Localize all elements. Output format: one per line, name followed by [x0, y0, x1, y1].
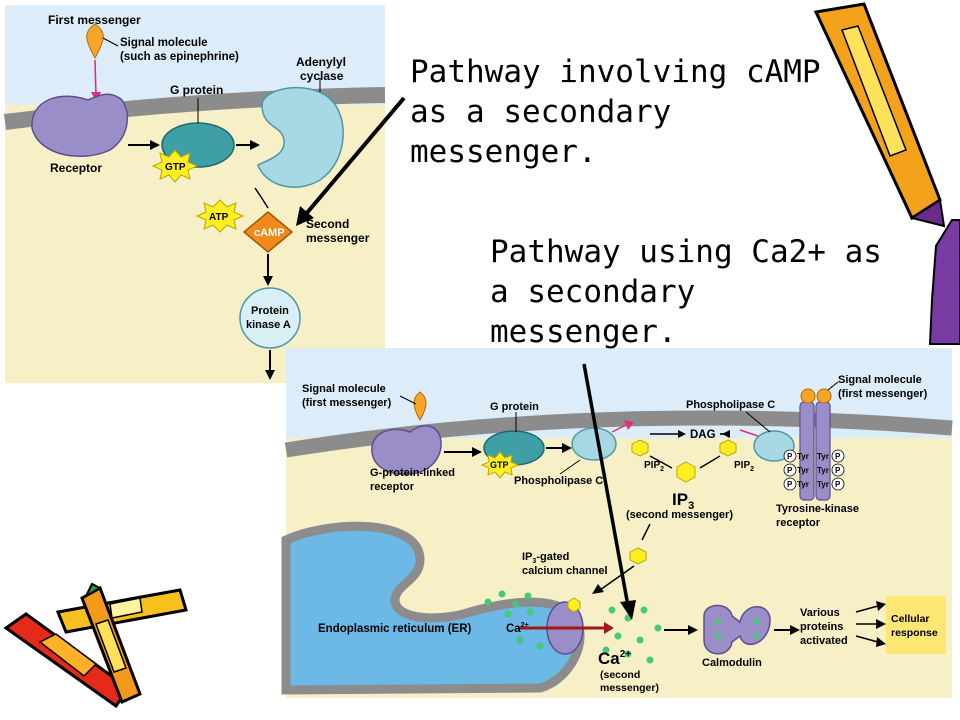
- crayons-bottom-left-icon: [3, 582, 188, 709]
- svg-text:P: P: [835, 452, 841, 461]
- ca-ions-cytosol: [602, 606, 662, 664]
- camp-caption-pointer: [304, 96, 406, 216]
- ca-label-signal-right-1: Signal molecule: [838, 374, 922, 386]
- label-first-messenger: First messenger: [48, 13, 141, 27]
- ca-label-calmodulin: Calmodulin: [702, 657, 762, 669]
- svg-text:P: P: [787, 480, 793, 489]
- ca-label-gpl-2: receptor: [370, 481, 415, 493]
- ca-label-tk-1: Tyrosine-kinase: [776, 503, 859, 515]
- ca-label-pip2-left: PIP2: [644, 460, 664, 473]
- svg-text:Tyr: Tyr: [817, 480, 829, 489]
- label-atp: ATP: [209, 212, 229, 223]
- ca-caption-pointer: [582, 363, 630, 607]
- camp-adenylyl-cyclase: [257, 86, 344, 188]
- label-second-1: Second: [306, 217, 349, 231]
- camp-protein-kinase-a: [239, 287, 301, 349]
- ca-label-ca-second-1: (second: [600, 669, 640, 681]
- ca-phospholipase-c-right: [753, 430, 795, 462]
- ca-pip2-left: [631, 439, 649, 457]
- ca-label-gtp: GTP: [490, 460, 509, 470]
- ca-g-protein-linked-receptor: [371, 425, 442, 475]
- ca-label-phospholipase-top: Phospholipase C: [686, 399, 775, 411]
- ca-ip3-molecule: [676, 461, 696, 483]
- ca-label-various-1: Various: [800, 607, 840, 619]
- ca-label-cellular-2: response: [891, 627, 938, 639]
- ca-label-ca-big: Ca2+: [598, 649, 631, 668]
- label-gtp: GTP: [165, 162, 186, 173]
- ca-label-ip3: IP3: [672, 490, 694, 512]
- crayon-right-edge-icon: [928, 219, 960, 345]
- ca-label-ca-small: Ca2+: [506, 622, 529, 635]
- label-signal-example: (such as epinephrine): [120, 51, 239, 63]
- ca-label-signal-left-1: Signal molecule: [302, 383, 386, 395]
- svg-text:P: P: [787, 466, 793, 475]
- ca-label-ip3-gated-2: calcium channel: [522, 565, 608, 577]
- ca-label-various-3: activated: [800, 635, 848, 647]
- crayon-top-right-icon: [813, 2, 946, 228]
- ca-label-tk-2: receptor: [776, 517, 821, 529]
- ca-ions-er: [484, 590, 544, 650]
- svg-text:Tyr: Tyr: [797, 480, 809, 489]
- ca-label-pip2-right: PIP2: [734, 460, 754, 473]
- ca-tyr-p-groups: P Tyr Tyr P P Tyr Tyr P P Tyr Tyr P: [783, 449, 845, 491]
- ca-ip3-at-channel: [629, 547, 647, 565]
- ca-label-phospholipase-mid: Phospholipase C: [514, 475, 603, 487]
- ca-label-signal-right-2: (first messenger): [838, 388, 928, 400]
- ca-label-ip3-gated-1: IP3-gated: [522, 551, 569, 565]
- camp-molecule: [242, 211, 294, 253]
- ca-label-dag: DAG: [690, 429, 716, 441]
- ca-label-various-2: proteins: [800, 621, 843, 633]
- label-g-protein: G protein: [170, 83, 223, 97]
- ca-calmodulin: [703, 604, 771, 655]
- caption-camp-pathway: Pathway involving cAMP as a secondary me…: [410, 54, 821, 170]
- ca-cellular-response-box: [886, 596, 946, 654]
- ca-gtp-star: [480, 451, 520, 479]
- svg-text:Tyr: Tyr: [817, 466, 829, 475]
- label-pka-1: Protein: [251, 305, 289, 317]
- ca-label-gpl-1: G-protein-linked: [370, 467, 455, 479]
- svg-text:Tyr: Tyr: [797, 452, 809, 461]
- camp-receptor: [31, 93, 129, 158]
- caption-calcium-pathway: Pathway using Ca2+ as a secondary messen…: [490, 234, 882, 350]
- camp-gtp-star: [151, 149, 199, 183]
- ca-label-ca-second-2: messenger): [600, 682, 659, 694]
- label-camp: cAMP: [254, 227, 285, 239]
- label-receptor: Receptor: [50, 161, 102, 175]
- ca-label-cellular-1: Cellular: [891, 613, 930, 625]
- label-adenylyl-1: Adenylyl: [296, 55, 346, 69]
- label-pka-2: kinase A: [246, 319, 291, 331]
- ca-label-signal-left-2: (first messenger): [302, 397, 392, 409]
- label-adenylyl-2: cyclase: [300, 69, 344, 83]
- svg-text:P: P: [835, 480, 841, 489]
- ca-label-er: Endoplasmic reticulum (ER): [318, 623, 472, 635]
- ca-label-ip3-second: (second messenger): [626, 509, 733, 521]
- ca-pip2-right: [719, 439, 737, 457]
- camp-signal-molecule: [86, 23, 104, 60]
- svg-text:P: P: [835, 466, 841, 475]
- label-second-2: messenger: [306, 231, 370, 245]
- svg-text:P: P: [787, 452, 793, 461]
- svg-text:Tyr: Tyr: [797, 466, 809, 475]
- camp-atp-star: [195, 199, 245, 233]
- label-signal-molecule: Signal molecule: [120, 37, 208, 49]
- ca-label-g-protein: G protein: [490, 401, 539, 413]
- camp-extracellular-panel: [5, 5, 385, 105]
- svg-text:Tyr: Tyr: [817, 452, 829, 461]
